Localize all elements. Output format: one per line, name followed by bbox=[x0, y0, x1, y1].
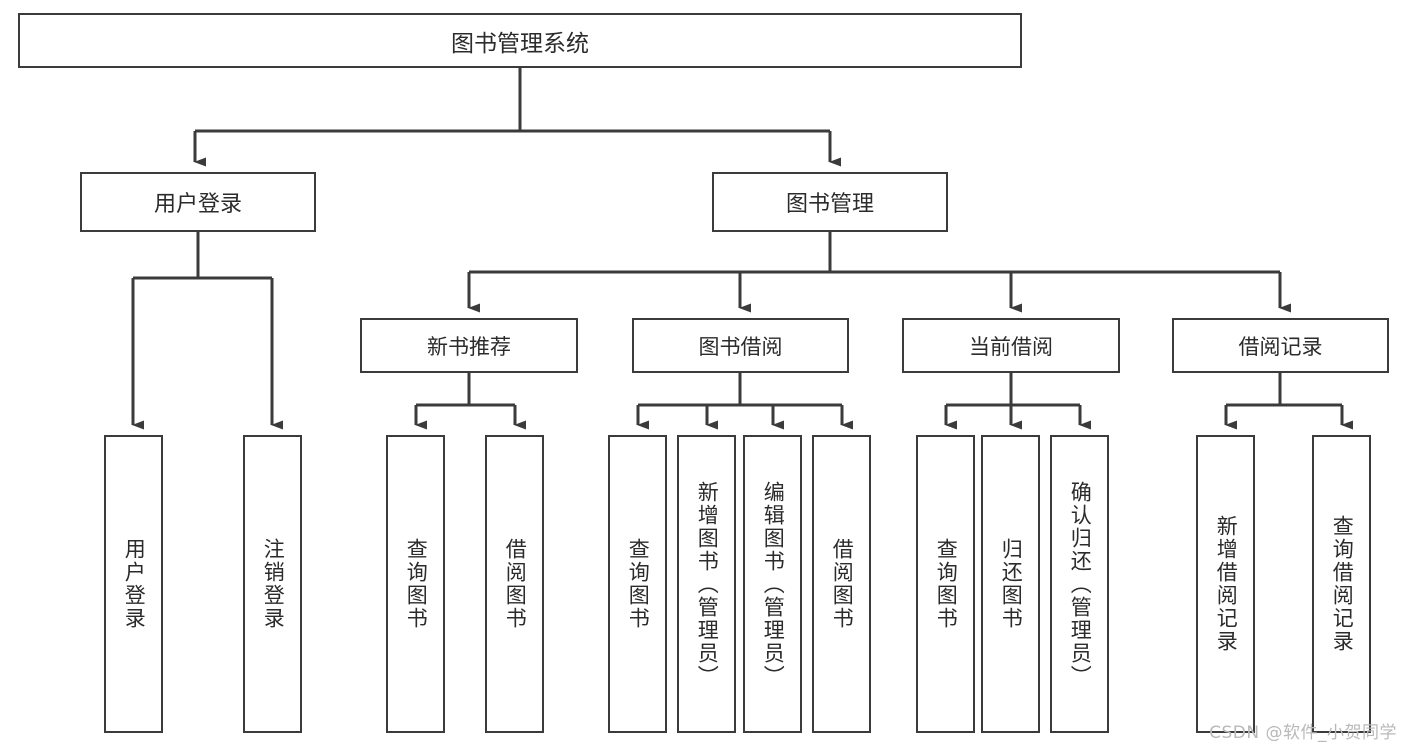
node-leaf-query-record-label: 查询借阅记录 bbox=[1330, 515, 1355, 653]
node-new-book-recommend-label: 新书推荐 bbox=[427, 334, 511, 359]
node-current-borrow[interactable]: 当前借阅 bbox=[902, 318, 1120, 373]
node-leaf-borrow-book-1[interactable]: 借阅图书 bbox=[485, 435, 544, 733]
node-leaf-edit-book[interactable]: 编辑图书（管理员） bbox=[743, 435, 802, 733]
node-borrow-record[interactable]: 借阅记录 bbox=[1172, 318, 1389, 373]
node-leaf-return-book-label: 归还图书 bbox=[999, 538, 1024, 630]
node-leaf-user-logout[interactable]: 注销登录 bbox=[243, 435, 302, 733]
node-leaf-borrow-book-2-label: 借阅图书 bbox=[830, 538, 855, 630]
node-root-label: 图书管理系统 bbox=[451, 30, 589, 57]
watermark: CSDN @软件_小贺同学 bbox=[1209, 723, 1397, 743]
node-root[interactable]: 图书管理系统 bbox=[18, 13, 1022, 68]
node-leaf-user-logout-label: 注销登录 bbox=[261, 538, 286, 630]
node-leaf-add-book[interactable]: 新增图书（管理员） bbox=[677, 435, 736, 733]
node-leaf-borrow-book-1-label: 借阅图书 bbox=[503, 538, 528, 630]
node-leaf-add-book-label: 新增图书（管理员） bbox=[695, 480, 720, 688]
node-leaf-query-book-1[interactable]: 查询图书 bbox=[386, 435, 445, 733]
node-book-borrow-label: 图书借阅 bbox=[698, 334, 783, 359]
node-leaf-query-record[interactable]: 查询借阅记录 bbox=[1312, 435, 1371, 733]
node-leaf-query-book-1-label: 查询图书 bbox=[404, 538, 429, 630]
node-leaf-return-book[interactable]: 归还图书 bbox=[981, 435, 1040, 733]
node-leaf-add-record[interactable]: 新增借阅记录 bbox=[1196, 435, 1255, 733]
node-current-borrow-label: 当前借阅 bbox=[969, 334, 1053, 359]
node-user-login[interactable]: 用户登录 bbox=[80, 172, 316, 232]
node-leaf-confirm-return-label: 确认归还（管理员） bbox=[1068, 480, 1093, 688]
node-leaf-query-book-2[interactable]: 查询图书 bbox=[608, 435, 667, 733]
node-leaf-user-login-label: 用户登录 bbox=[122, 538, 147, 630]
node-book-manage-label: 图书管理 bbox=[785, 192, 874, 217]
node-new-book-recommend[interactable]: 新书推荐 bbox=[360, 318, 578, 373]
node-leaf-query-book-2-label: 查询图书 bbox=[626, 538, 651, 630]
node-leaf-edit-book-label: 编辑图书（管理员） bbox=[761, 480, 786, 688]
node-leaf-borrow-book-2[interactable]: 借阅图书 bbox=[812, 435, 871, 733]
node-leaf-query-book-3-label: 查询图书 bbox=[934, 538, 959, 630]
node-book-manage[interactable]: 图书管理 bbox=[712, 172, 948, 232]
node-book-borrow[interactable]: 图书借阅 bbox=[632, 318, 849, 373]
node-user-login-label: 用户登录 bbox=[153, 192, 242, 217]
node-leaf-query-book-3[interactable]: 查询图书 bbox=[916, 435, 975, 733]
node-leaf-confirm-return[interactable]: 确认归还（管理员） bbox=[1050, 435, 1109, 733]
node-borrow-record-label: 借阅记录 bbox=[1238, 334, 1323, 359]
node-leaf-user-login[interactable]: 用户登录 bbox=[104, 435, 163, 733]
node-leaf-add-record-label: 新增借阅记录 bbox=[1214, 515, 1239, 653]
